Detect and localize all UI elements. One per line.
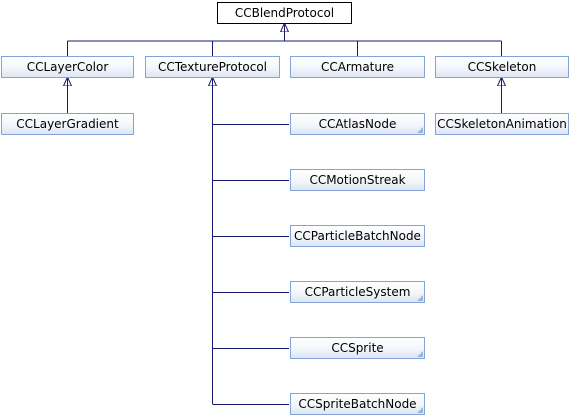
class-node-ccskeletonanimation[interactable]: CCSkeletonAnimation <box>435 113 569 135</box>
class-node-label: CCArmature <box>320 60 395 74</box>
class-node-ccskeleton[interactable]: CCSkeleton <box>435 56 569 78</box>
class-node-label: CCParticleSystem <box>304 285 411 299</box>
class-node-label: CCTextureProtocol <box>157 60 268 74</box>
fold-corner-icon <box>417 295 423 301</box>
class-node-label: CCSkeleton <box>467 60 537 74</box>
class-node-label: CCAtlasNode <box>318 117 397 131</box>
class-node-cclayergradient[interactable]: CCLayerGradient <box>1 113 134 135</box>
class-node-label: CCSprite <box>331 341 384 355</box>
class-node-label: CCLayerColor <box>26 60 109 74</box>
class-node-ccarmature[interactable]: CCArmature <box>290 56 425 78</box>
class-node-ccatlasnode[interactable]: CCAtlasNode <box>290 113 425 135</box>
edge-bus-row1 <box>67 23 502 56</box>
class-node-label: CCParticleBatchNode <box>294 229 421 243</box>
class-node-ccblendprotocol[interactable]: CCBlendProtocol <box>217 2 352 24</box>
class-node-label: CCSpriteBatchNode <box>298 397 417 411</box>
class-node-label: CCMotionStreak <box>309 173 406 187</box>
class-node-label: CCSkeletonAnimation <box>437 117 567 131</box>
class-node-cctextureprotocol[interactable]: CCTextureProtocol <box>145 56 280 78</box>
class-node-cclayercolor[interactable]: CCLayerColor <box>1 56 134 78</box>
class-node-ccsprite[interactable]: CCSprite <box>290 337 425 359</box>
fold-corner-icon <box>417 127 423 133</box>
class-node-ccparticlesystem[interactable]: CCParticleSystem <box>290 281 425 303</box>
fold-corner-icon <box>417 407 423 413</box>
class-node-label: CCLayerGradient <box>16 117 119 131</box>
class-node-ccspritebatchnode[interactable]: CCSpriteBatchNode <box>290 393 425 415</box>
class-node-ccmotionstreak[interactable]: CCMotionStreak <box>290 169 425 191</box>
class-node-label: CCBlendProtocol <box>234 6 335 20</box>
fold-corner-icon <box>417 351 423 357</box>
class-node-ccparticlebatchnode[interactable]: CCParticleBatchNode <box>290 225 425 247</box>
edge-trunk-texture-protocol <box>213 77 289 405</box>
